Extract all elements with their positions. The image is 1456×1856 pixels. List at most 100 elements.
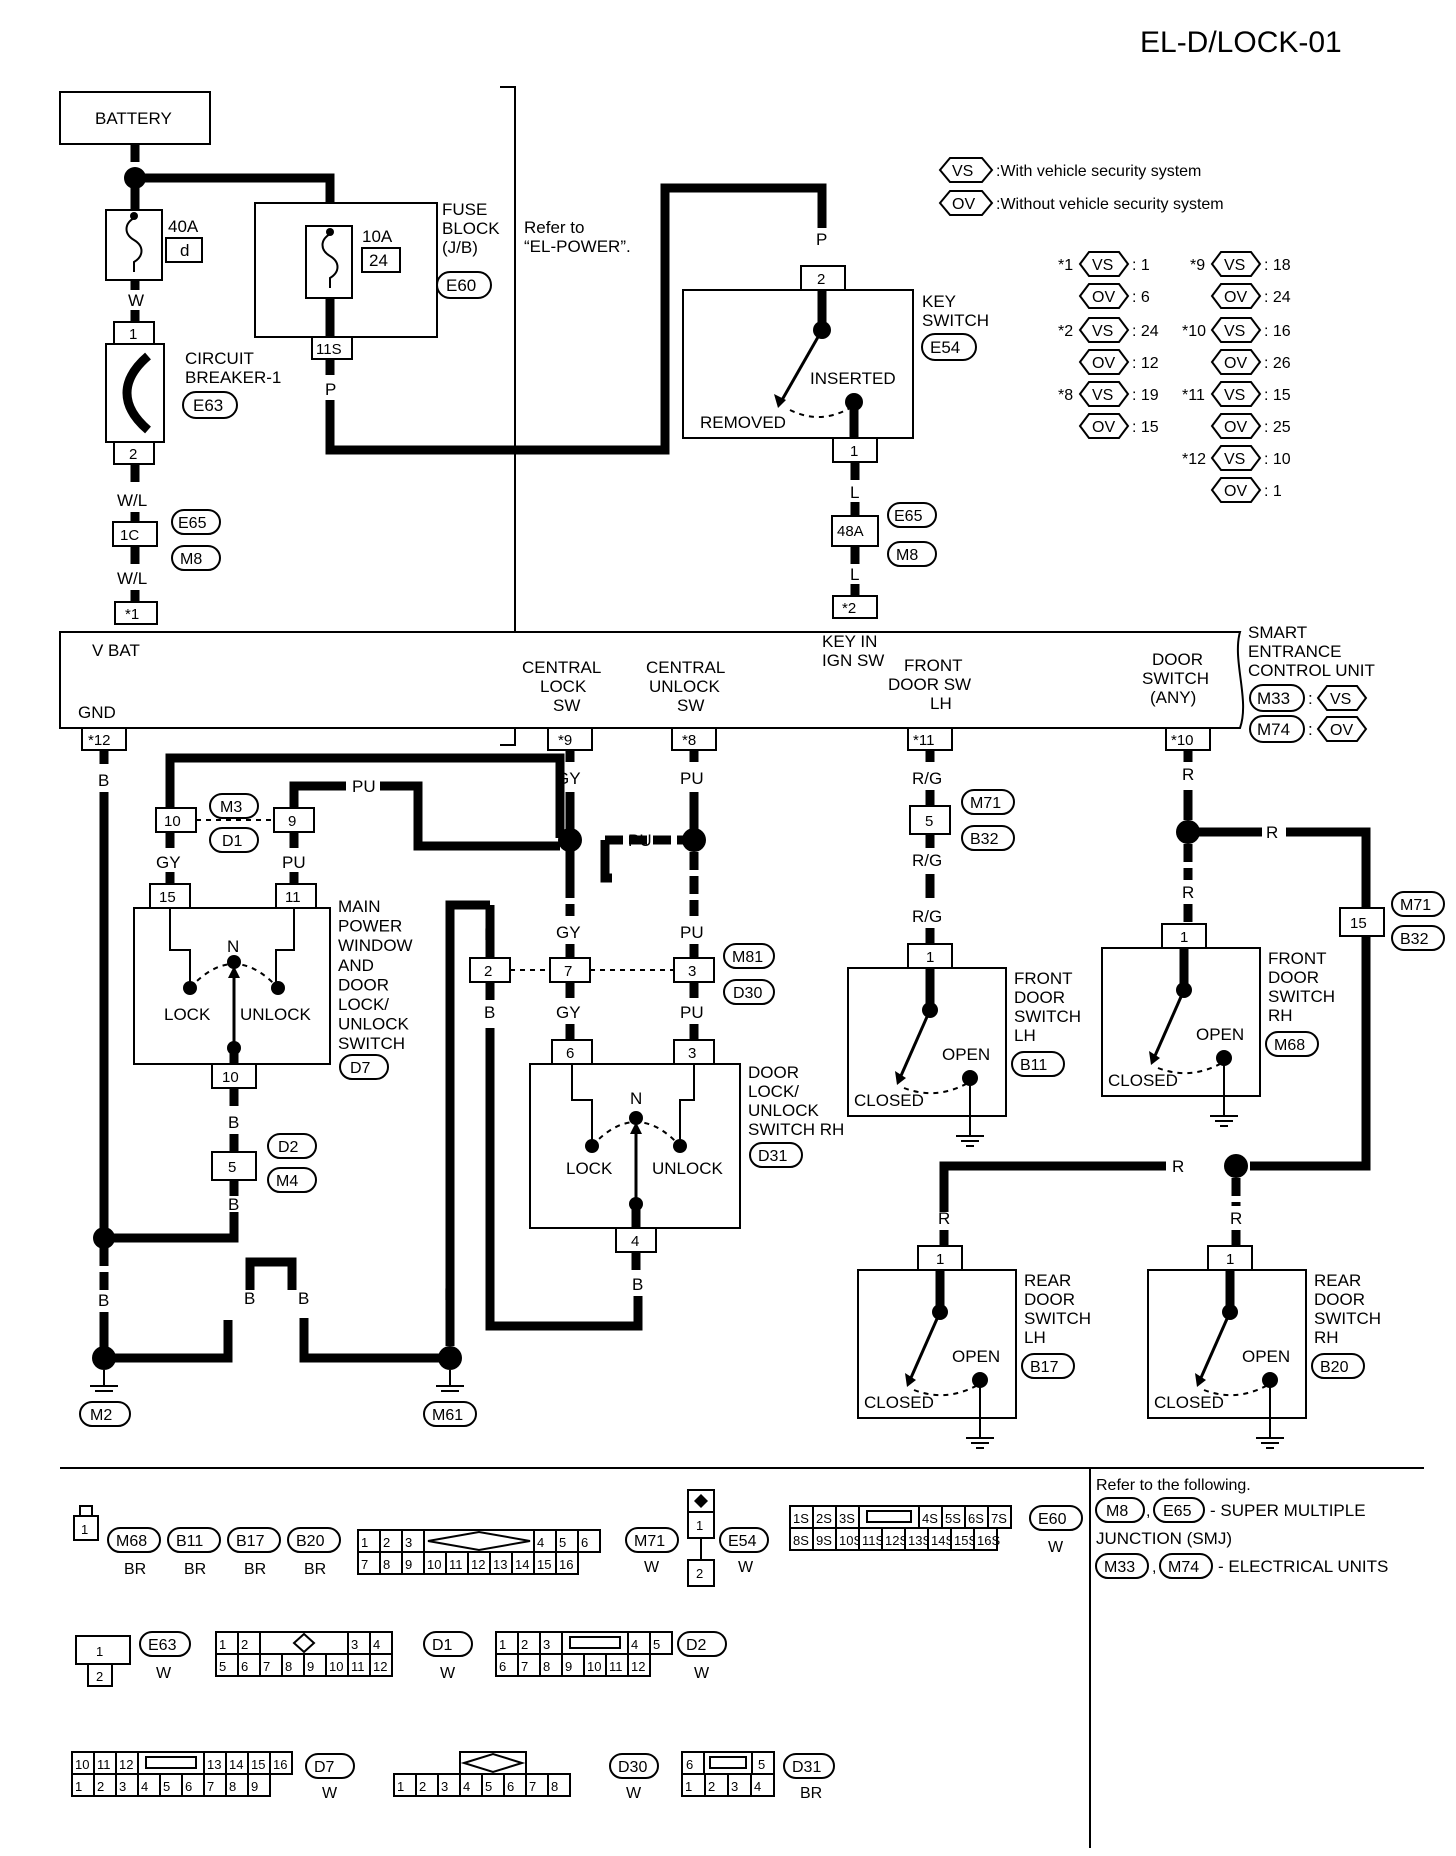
- pin-label: 3S: [839, 1511, 855, 1526]
- pin-label: 5: [758, 1757, 765, 1772]
- star-key: *1: [1058, 257, 1073, 274]
- svg-text:*8: *8: [682, 732, 696, 749]
- pin-label: 10: [329, 1659, 343, 1674]
- svg-text:B: B: [298, 1289, 309, 1308]
- star-key: *12: [1182, 451, 1206, 468]
- svg-text:B: B: [444, 1285, 455, 1304]
- pin-label: 10: [587, 1659, 601, 1674]
- pin-label: 2: [241, 1637, 248, 1652]
- name-line: SWITCH: [338, 1034, 405, 1053]
- pin-label: 5: [485, 1779, 492, 1794]
- refer-line2: “EL-POWER”.: [524, 237, 631, 256]
- legend-vs-tag: [938, 157, 994, 183]
- cu-name-3: CONTROL UNIT: [1248, 661, 1375, 680]
- svg-text:E65: E65: [894, 508, 923, 525]
- pin-label: 9: [565, 1659, 572, 1674]
- conn-tag-label: B11: [176, 1533, 203, 1550]
- conn-tag: [423, 1631, 473, 1657]
- name-line: DOOR: [1014, 988, 1065, 1007]
- wire-color-w: W: [128, 291, 144, 310]
- pin-label: 15: [251, 1757, 265, 1772]
- svg-text:7: 7: [564, 963, 572, 980]
- vs-ov-code: VS: [1224, 323, 1245, 340]
- svg-text:DOOR: DOOR: [1152, 650, 1203, 669]
- conn-tag-label: B11: [1020, 1057, 1047, 1074]
- pin-label: 12S: [885, 1533, 908, 1548]
- svg-text::: :: [1308, 720, 1313, 739]
- pin-label: 6: [241, 1659, 248, 1674]
- svg-text:SWITCH: SWITCH: [1142, 669, 1209, 688]
- svg-text:1: 1: [129, 326, 137, 343]
- conn-tag: [305, 1753, 355, 1779]
- svg-text:M4: M4: [276, 1173, 298, 1190]
- star-vs-value: : 18: [1264, 257, 1291, 274]
- svg-text:N: N: [227, 937, 239, 956]
- pin-11s: 11S: [316, 341, 342, 358]
- star-ov-value: : 15: [1132, 419, 1159, 436]
- pin-label: 14S: [931, 1533, 954, 1548]
- name-line: SWITCH: [1024, 1309, 1091, 1328]
- svg-text:R: R: [938, 1209, 950, 1228]
- svg-text:9: 9: [288, 813, 296, 830]
- pin-label: 9: [251, 1779, 258, 1794]
- svg-text:OV: OV: [952, 196, 975, 213]
- pin-cell: [987, 1505, 1012, 1529]
- pin-label: 13S: [908, 1533, 931, 1548]
- svg-text:LH: LH: [930, 694, 952, 713]
- svg-text:M2: M2: [90, 1407, 112, 1424]
- pin-label: 2S: [816, 1511, 832, 1526]
- control-unit-box: [59, 631, 1245, 729]
- svg-text:4: 4: [631, 1233, 639, 1250]
- pin-cell: [555, 1551, 579, 1575]
- svg-text:E60: E60: [446, 276, 476, 295]
- svg-text:D1: D1: [222, 833, 243, 850]
- svg-text:M8: M8: [896, 547, 918, 564]
- pin-label: 8S: [793, 1533, 809, 1548]
- pin-label: 9: [307, 1659, 314, 1674]
- pin-cell: [750, 1773, 775, 1797]
- svg-text:- ELECTRICAL UNITS: - ELECTRICAL UNITS: [1218, 1557, 1388, 1576]
- pin-label: 6S: [968, 1511, 984, 1526]
- circuit-breaker-box: [105, 343, 165, 443]
- svg-text:M33: M33: [1104, 1559, 1135, 1576]
- svg-text:*12: *12: [88, 732, 111, 749]
- pin-label: 11S: [862, 1533, 884, 1548]
- legend-ov-text: :Without vehicle security system: [996, 196, 1224, 213]
- svg-text:GY: GY: [556, 769, 581, 788]
- svg-text:M71: M71: [1400, 897, 1431, 914]
- vs-ov-code: OV: [1092, 419, 1115, 436]
- refer-bracket: [500, 86, 516, 746]
- svg-text:,: ,: [1146, 1503, 1150, 1520]
- svg-text:5: 5: [228, 1159, 236, 1176]
- conn-tag: [107, 1527, 161, 1553]
- svg-text:GY: GY: [556, 1003, 581, 1022]
- open-label: OPEN: [942, 1045, 990, 1064]
- conn-tag-d7: [339, 1054, 389, 1080]
- svg-text:M61: M61: [432, 1407, 463, 1424]
- vs-ov-tag: [1210, 477, 1262, 503]
- wire-color: W: [644, 1559, 660, 1576]
- star-key: *8: [1058, 387, 1073, 404]
- name-line: REAR: [1024, 1271, 1071, 1290]
- pin-label: 1: [685, 1779, 692, 1794]
- svg-text:SW: SW: [553, 696, 580, 715]
- pin-label: 1: [1226, 1251, 1234, 1268]
- conn-tag: [783, 1753, 835, 1779]
- pin-label: 5: [653, 1637, 660, 1652]
- vs-ov-tag: [1210, 349, 1262, 375]
- svg-text:N: N: [630, 1089, 642, 1108]
- star-ov-value: : 24: [1264, 289, 1291, 306]
- circuit-breaker-line1: CIRCUIT: [185, 349, 254, 368]
- pin-label: 10: [75, 1757, 89, 1772]
- open-label: OPEN: [952, 1347, 1000, 1366]
- name-line: LOCK/: [338, 995, 389, 1014]
- pin-label: 12: [373, 1659, 387, 1674]
- svg-text:E54: E54: [930, 338, 960, 357]
